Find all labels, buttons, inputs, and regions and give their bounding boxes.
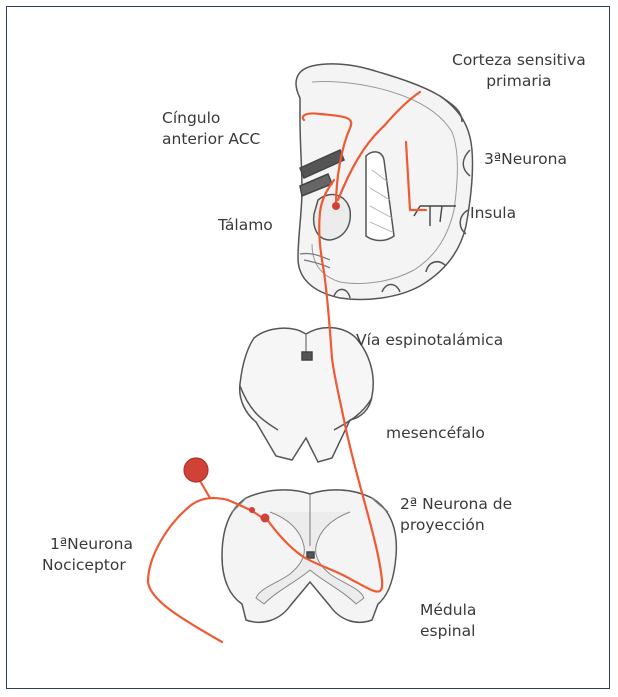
label-second-neuron-line1: 2ª Neurona de — [400, 494, 512, 515]
dorsal-horn-synapse — [261, 514, 270, 523]
midbrain-section — [240, 328, 374, 462]
label-spinal-cord: Médula espinal — [420, 600, 476, 642]
label-thalamus: Tálamo — [218, 215, 273, 236]
label-acc-line1: Cíngulo — [162, 108, 260, 129]
label-insula: Insula — [470, 203, 516, 224]
label-first-neuron-line2: Nociceptor — [42, 555, 133, 576]
receptor-ending — [184, 458, 208, 482]
label-cortex-line1: Corteza sensitiva — [452, 50, 586, 71]
label-cortex-line2: primaria — [452, 71, 586, 92]
label-first-neuron: 1ªNeurona Nociceptor — [42, 534, 133, 576]
label-acc: Cíngulo anterior ACC — [162, 108, 260, 150]
label-cortex: Corteza sensitiva primaria — [452, 50, 586, 92]
label-midbrain: mesencéfalo — [386, 423, 485, 444]
thalamus-synapse — [332, 202, 340, 210]
label-third-neuron: 3ªNeurona — [484, 149, 567, 170]
label-acc-line2: anterior ACC — [162, 129, 260, 150]
label-spinal-cord-line1: Médula — [420, 600, 476, 621]
first-neuron-terminal — [249, 507, 255, 513]
label-second-neuron: 2ª Neurona de proyección — [400, 494, 512, 536]
label-first-neuron-line1: 1ªNeurona — [42, 534, 133, 555]
label-second-neuron-line2: proyección — [400, 515, 512, 536]
central-canal — [307, 552, 314, 558]
midbrain-aqueduct — [302, 352, 312, 360]
label-spinothalamic: Vía espinotalámica — [356, 330, 503, 351]
label-spinal-cord-line2: espinal — [420, 621, 476, 642]
